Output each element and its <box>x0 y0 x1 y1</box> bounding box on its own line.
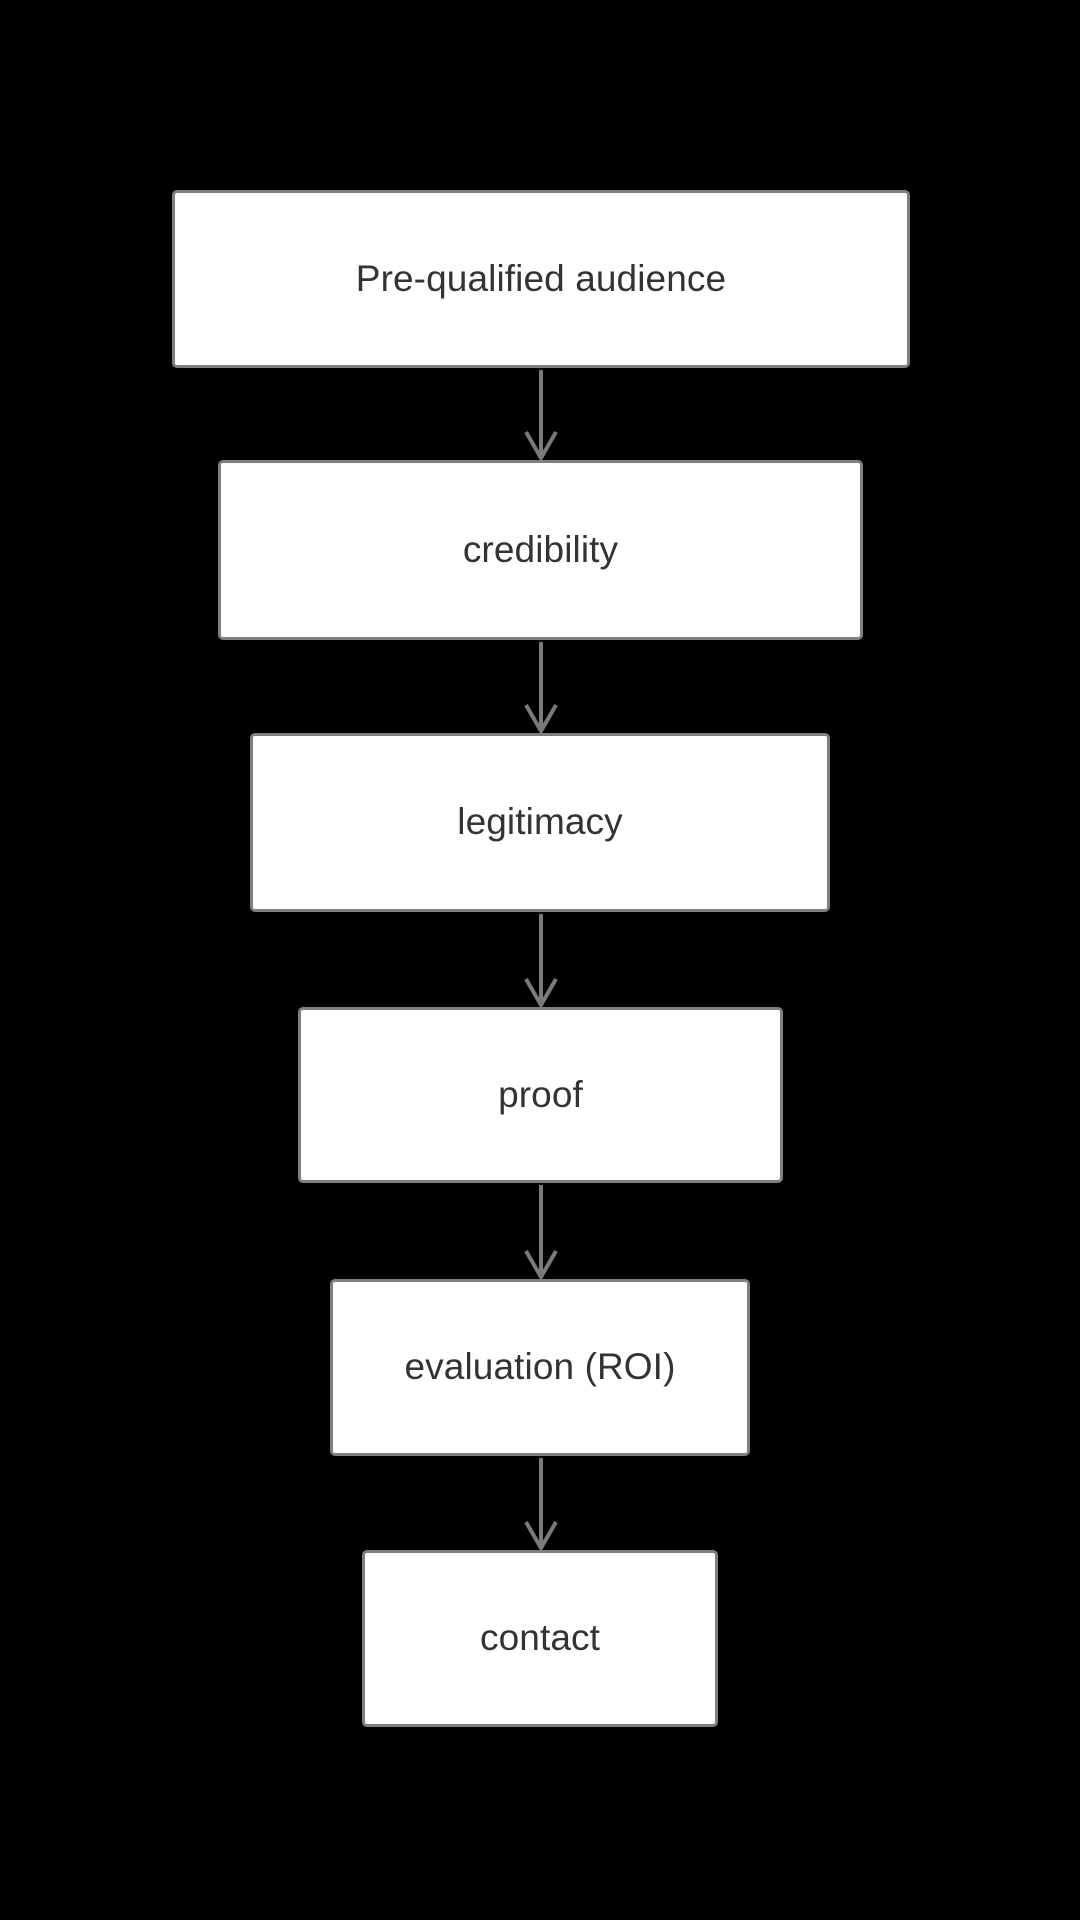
flow-node-n1[interactable]: Pre-qualified audience <box>172 190 910 368</box>
flow-arrow <box>522 1183 560 1282</box>
flow-node-label: credibility <box>462 528 619 570</box>
flow-arrow <box>522 912 560 1010</box>
flow-node-n2[interactable]: credibility <box>218 460 863 640</box>
flow-node-n5[interactable]: evaluation (ROI) <box>330 1279 750 1456</box>
flow-arrow <box>522 368 560 463</box>
flow-node-n6[interactable]: contact <box>362 1550 718 1727</box>
flow-node-label: Pre-qualified audience <box>355 257 727 299</box>
flow-node-label: evaluation (ROI) <box>404 1346 676 1388</box>
flow-node-n4[interactable]: proof <box>298 1007 783 1183</box>
flow-node-label: contact <box>480 1617 600 1659</box>
flow-node-label: legitimacy <box>457 801 623 843</box>
flow-node-n3[interactable]: legitimacy <box>250 733 830 912</box>
flow-arrow <box>522 1456 560 1553</box>
flow-node-label: proof <box>498 1073 583 1115</box>
flow-arrow <box>522 640 560 736</box>
